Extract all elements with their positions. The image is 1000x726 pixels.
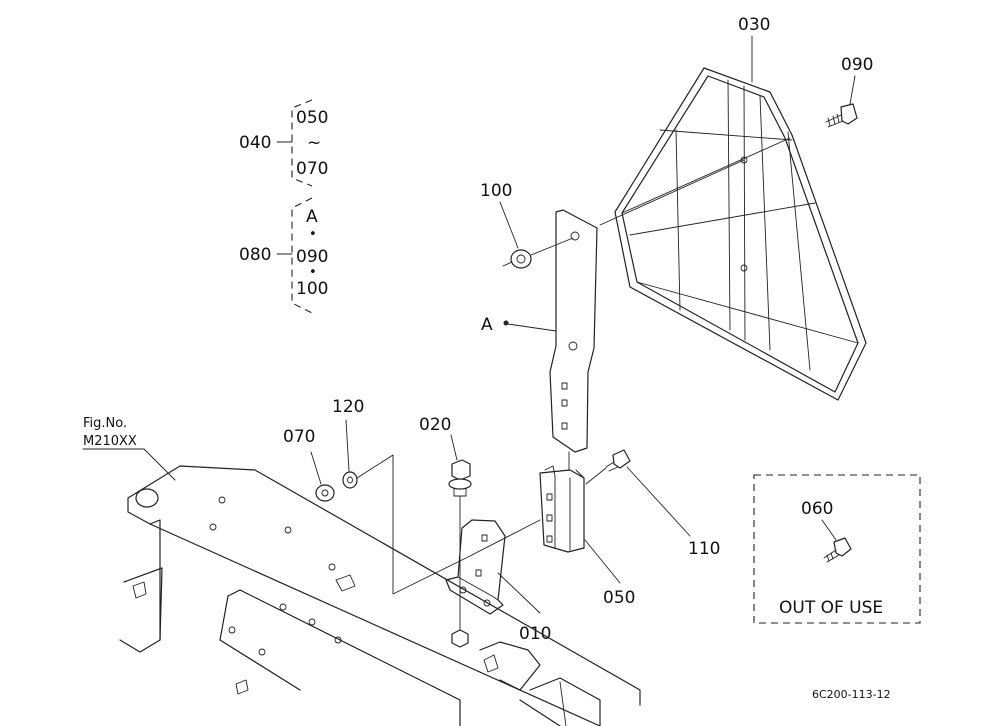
marker-a-label: A (481, 315, 493, 335)
group-080-third: 100 (296, 279, 328, 299)
group-080-second: 090 (296, 247, 328, 267)
collar-100 (510, 249, 532, 269)
out-of-use-box: 060 OUT OF USE (753, 474, 921, 624)
callout-020: 020 (419, 415, 451, 435)
group-040-bracket: 040 050 ~ 070 (239, 99, 328, 187)
angle-bracket-010 (445, 519, 506, 615)
marker-a-leader (507, 323, 557, 332)
callout-120: 120 (332, 397, 364, 417)
guard-to-stay-leader (599, 159, 745, 226)
fig-caption: Fig.No. (83, 416, 127, 431)
group-080-dot-1: • (309, 227, 317, 242)
group-080-first: A (306, 207, 318, 227)
callout-010: 010 (519, 624, 551, 644)
marker-a-dot (503, 320, 509, 326)
group-080-bracket: 080 A • 090 • 100 (239, 197, 328, 314)
hardware-axis (356, 454, 541, 595)
group-040-bottom: 070 (296, 159, 328, 179)
callout-080: 080 (239, 245, 271, 265)
nut-below-020 (451, 629, 469, 648)
callout-030: 030 (738, 15, 770, 35)
bolt-020 (448, 459, 472, 497)
fig-number: M210XX (83, 434, 137, 449)
callout-040: 040 (239, 133, 271, 153)
stay-bracket (549, 209, 598, 453)
bracket-050 (539, 465, 585, 553)
bolt-060 (823, 537, 852, 563)
bolt-110 (605, 449, 631, 472)
wire-guard-030 (614, 67, 867, 401)
group-040-tilde: ~ (307, 133, 321, 153)
drawing-code: 6C200-113-12 (812, 688, 891, 701)
callout-090: 090 (841, 55, 873, 75)
frame (119, 465, 641, 726)
callout-100: 100 (480, 181, 512, 201)
group-080-dot-2: • (309, 265, 317, 280)
callout-070: 070 (283, 427, 315, 447)
callout-110: 110 (688, 539, 720, 559)
spring-washer-120 (342, 471, 358, 489)
out-of-use-label: OUT OF USE (779, 598, 883, 618)
group-040-top: 050 (296, 108, 328, 128)
washer-070 (315, 484, 335, 502)
bolt-090 (825, 103, 858, 128)
callout-060: 060 (801, 499, 833, 519)
figure-number-label: Fig.No. M210XX (82, 416, 176, 481)
callout-050: 050 (603, 588, 635, 608)
